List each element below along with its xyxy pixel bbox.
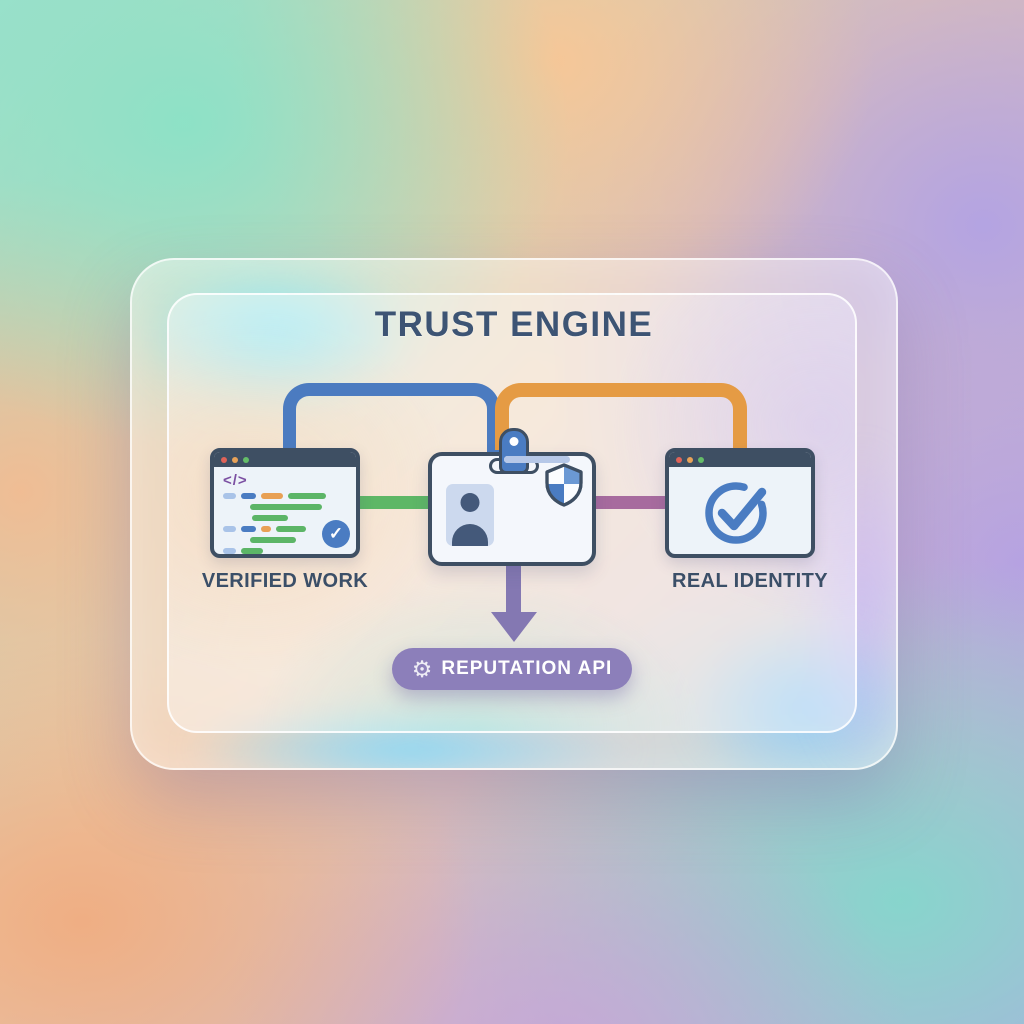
- badge-photo: [446, 484, 494, 546]
- code-row: [250, 537, 347, 543]
- person-icon-body: [452, 524, 488, 546]
- connector-mauve: [594, 496, 669, 509]
- real-identity-node[interactable]: [665, 448, 815, 558]
- badge-clip-icon: [499, 428, 529, 474]
- browser-header: [214, 452, 356, 467]
- traffic-dot-green-icon: [698, 456, 704, 463]
- traffic-dot-red-icon: [221, 456, 227, 463]
- gear-icon: ⚙: [411, 655, 433, 682]
- code-segment: [276, 526, 306, 532]
- browser-header: [669, 452, 811, 467]
- code-row: [252, 515, 347, 521]
- connector-orange: [495, 383, 747, 450]
- shield-icon: [545, 463, 583, 507]
- reputation-api-button[interactable]: ⚙ REPUTATION API: [392, 648, 632, 690]
- code-segment: [261, 493, 283, 499]
- browser-body: </> ✓: [214, 467, 356, 554]
- reputation-api-label: REPUTATION API: [441, 658, 613, 679]
- code-icon: </>: [223, 472, 248, 489]
- verified-work-node[interactable]: </> ✓: [210, 448, 360, 558]
- connector-blue: [283, 383, 500, 455]
- identity-badge-node[interactable]: [428, 428, 596, 566]
- code-segment: [223, 548, 236, 554]
- code-segment: [241, 526, 256, 532]
- code-segment: [252, 515, 288, 521]
- code-segment: [223, 526, 236, 532]
- person-icon: [460, 493, 480, 512]
- connector-green: [354, 496, 432, 509]
- code-segment: [241, 548, 263, 554]
- code-row: [223, 493, 347, 499]
- verified-check-icon: ✓: [322, 520, 350, 548]
- code-row: [250, 504, 347, 510]
- verified-work-label: VERIFIED WORK: [201, 570, 369, 592]
- code-segment: [241, 493, 256, 499]
- traffic-dot-green-icon: [243, 456, 249, 463]
- code-segment: [250, 504, 322, 510]
- browser-body: [669, 467, 811, 554]
- traffic-dot-orange-icon: [687, 456, 693, 463]
- traffic-dot-orange-icon: [232, 456, 238, 463]
- badge-text-line: [504, 456, 556, 463]
- code-lines: [223, 493, 347, 554]
- check-circle-icon: [669, 467, 811, 554]
- code-segment: [288, 493, 326, 499]
- code-segment: [261, 526, 271, 532]
- page-title: TRUST ENGINE: [374, 305, 654, 344]
- arrow-down-head: [491, 612, 537, 642]
- code-row: [223, 548, 347, 554]
- badge-clip-hole: [509, 437, 519, 446]
- arrow-down-shaft: [506, 564, 521, 614]
- code-segment: [250, 537, 296, 543]
- code-segment: [223, 493, 236, 499]
- code-row: [223, 526, 347, 532]
- traffic-dot-red-icon: [676, 456, 682, 463]
- real-identity-label: REAL IDENTITY: [672, 570, 828, 592]
